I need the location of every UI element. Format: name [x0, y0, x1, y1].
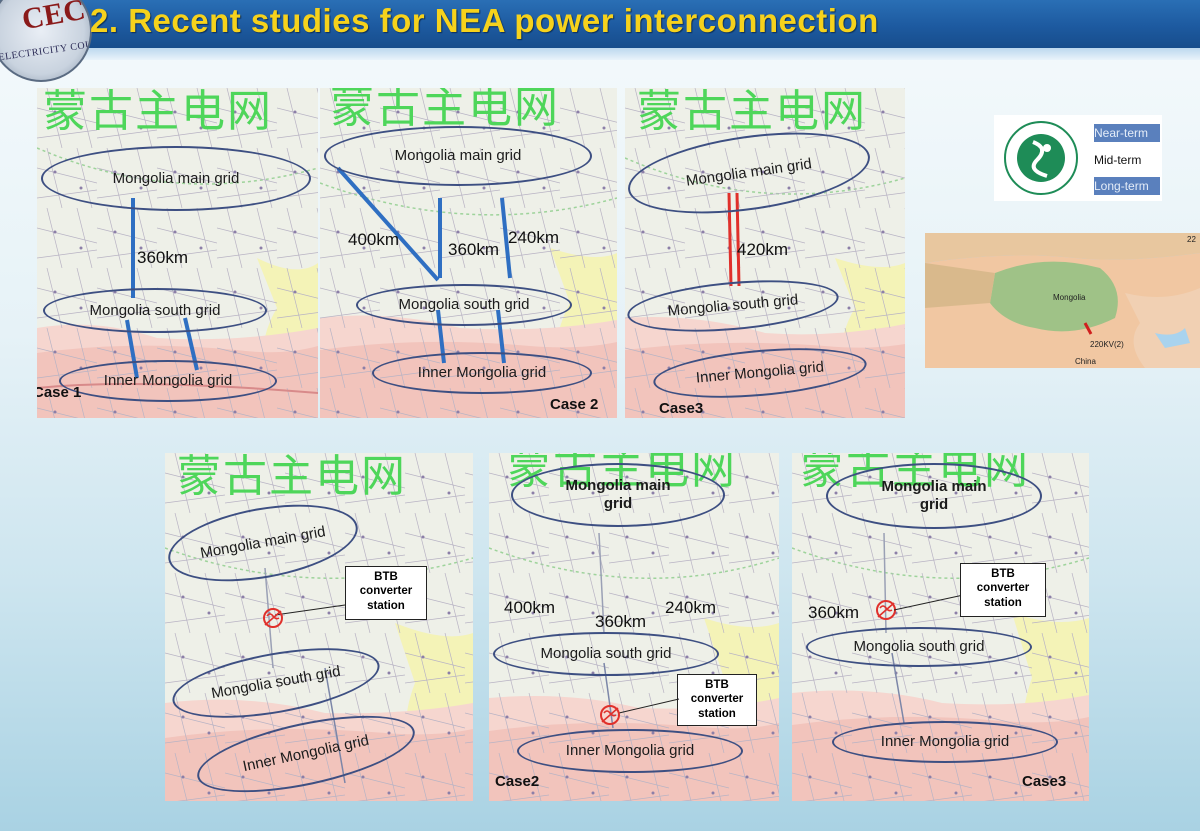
inner-mongolia-grid-emblem-icon	[1004, 121, 1078, 195]
mongolia-south-grid-ellipse: Mongolia south grid	[493, 632, 719, 676]
mongolia-south-grid-label: Mongolia south grid	[89, 301, 221, 319]
distance-label: 420km	[737, 240, 789, 259]
converter-station-icon	[263, 608, 283, 628]
distance-label: 400km	[504, 598, 556, 617]
mongolia-main-grid-ellipse: Mongolia main grid	[41, 146, 311, 211]
mongolia-south-grid-label: Mongolia south grid	[540, 645, 672, 662]
timeline-legend-card: Near-term Mid-term Long-term	[994, 115, 1162, 201]
distance-label: 360km	[448, 240, 500, 259]
mongolia-south-grid-ellipse: Mongolia south grid	[806, 627, 1032, 667]
map-panel-top-case2: 蒙古主电网 Mongolia main grid 400km 360km 240…	[320, 88, 617, 418]
distance-label: 240km	[665, 598, 717, 617]
map-label-cn: 蒙古主电网	[637, 88, 867, 137]
case-label: Case3	[1022, 773, 1067, 790]
case-label: Case 1	[37, 384, 82, 401]
minimap-background	[925, 233, 1200, 368]
map-panel-top-case1: 蒙古主电网 Mongolia main grid 360km Mongolia …	[37, 88, 318, 418]
map-panel-bottom-case3: 蒙古主电网 Mongolia main grid 360km BTB conve…	[792, 453, 1089, 801]
mongolia-main-grid-label: Mongolia main grid	[112, 169, 240, 187]
inner-mongolia-grid-ellipse: Inner Mongolia grid	[372, 352, 592, 394]
btb-line: BTB	[374, 571, 398, 583]
legend-long-term: Long-term	[1094, 177, 1160, 195]
inner-mongolia-grid-ellipse: Inner Mongolia grid	[59, 360, 277, 402]
inner-mongolia-grid-label: Inner Mongolia grid	[417, 364, 547, 381]
inner-mongolia-grid-label: Inner Mongolia grid	[565, 742, 695, 759]
cec-logo-icon: CEC ELECTRICITY COUNCIL	[0, 0, 92, 82]
mongolia-main-grid-label: Mongolia main grid	[394, 147, 522, 164]
callout-pointer	[618, 698, 680, 714]
btb-converter-station-callout: BTB converter station	[677, 674, 757, 726]
case-label: Case 2	[550, 396, 599, 413]
logo-text: ELECTRICITY COUNCIL	[0, 35, 92, 64]
minimap-country-label: Mongolia	[1053, 293, 1086, 302]
converter-station-icon	[600, 705, 620, 725]
mongolia-main-grid-ellipse: Mongolia main grid	[826, 463, 1042, 529]
map-label-cn: 蒙古主电网	[43, 88, 273, 137]
mongolia-main-grid-label: Mongolia main grid	[882, 478, 987, 514]
map-background	[165, 453, 473, 801]
btb-converter-station-callout: BTB converter station	[960, 563, 1046, 617]
mongolia-main-grid-label-line2: grid	[603, 495, 633, 512]
logo-letters: CEC	[19, 0, 88, 37]
mongolia-main-grid-label: Mongolia main grid	[199, 523, 327, 562]
minimap-corner-label: 22	[1187, 235, 1196, 244]
legend-near-term: Near-term	[1094, 124, 1160, 142]
distance-label: 360km	[595, 612, 647, 631]
mongolia-main-grid-label: Mongolia main grid	[566, 477, 671, 513]
callout-pointer	[893, 593, 969, 611]
callout-pointer	[274, 604, 346, 616]
map-label-cn: 蒙古主电网	[177, 453, 407, 502]
mongolia-south-grid-label: Mongolia south grid	[398, 296, 530, 313]
mongolia-south-grid-label: Mongolia south grid	[666, 291, 799, 320]
mongolia-south-grid-label: Mongolia south grid	[209, 662, 342, 703]
btb-line: station	[698, 707, 736, 720]
case-label: Case3	[659, 400, 704, 417]
mongolia-main-grid-label-line1: Mongolia main	[565, 477, 671, 494]
case-label: Case2	[495, 773, 540, 790]
distance-label: 240km	[508, 228, 560, 247]
mongolia-south-grid-label: Mongolia south grid	[853, 638, 985, 655]
inner-mongolia-grid-label: Inner Mongolia grid	[695, 358, 825, 387]
slide-header	[0, 0, 1200, 48]
mongolia-south-grid-ellipse: Mongolia south grid	[356, 284, 572, 326]
inner-mongolia-grid-label: Inner Mongolia grid	[241, 731, 371, 776]
btb-line: converter	[359, 585, 413, 598]
header-underline	[0, 48, 1200, 60]
map-label-cn: 蒙古主电网	[330, 88, 560, 133]
inner-mongolia-grid-label: Inner Mongolia grid	[103, 372, 233, 389]
distance-label: 400km	[348, 230, 400, 249]
btb-line: BTB	[705, 679, 729, 691]
mongolia-main-grid-label: Mongolia main grid	[684, 155, 813, 190]
map-panel-bottom-case2: 蒙古主电网 Mongolia main grid 400km 360km 240…	[489, 453, 779, 801]
btb-line: station	[367, 599, 405, 612]
mongolia-main-grid-label-line1: Mongolia main	[881, 478, 987, 495]
inner-mongolia-grid-label: Inner Mongolia grid	[880, 733, 1010, 750]
btb-line: BTB	[991, 568, 1015, 580]
mongolia-main-grid-ellipse: Mongolia main grid	[324, 126, 592, 186]
minimap-line-label: 220KV(2)	[1090, 340, 1124, 349]
legend-mid-term: Mid-term	[1094, 151, 1160, 169]
btb-line: converter	[690, 693, 744, 706]
map-panel-bottom-case1: 蒙古主电网 Mongolia main grid BTB converter s…	[165, 453, 473, 801]
mongolia-south-grid-ellipse: Mongolia south grid	[43, 288, 267, 333]
mongolia-main-grid-ellipse: Mongolia main grid	[511, 463, 725, 527]
minimap-region-label: China	[1075, 357, 1096, 366]
distance-label: 360km	[137, 248, 189, 267]
inner-mongolia-grid-ellipse: Inner Mongolia grid	[517, 729, 743, 773]
slide-title: 2. Recent studies for NEA power intercon…	[90, 2, 879, 39]
btb-converter-station-callout: BTB converter station	[345, 566, 427, 620]
mongolia-main-grid-label-line2: grid	[919, 496, 949, 513]
btb-line: station	[984, 596, 1022, 609]
inner-mongolia-grid-ellipse: Inner Mongolia grid	[832, 721, 1058, 763]
map-panel-top-case3: 蒙古主电网 Mongolia main grid 420km Mongolia …	[625, 88, 905, 418]
map-background	[625, 88, 905, 418]
distance-label: 360km	[808, 603, 860, 622]
btb-line: converter	[976, 582, 1030, 595]
region-minimap: Mongolia 220KV(2) 22 China	[925, 233, 1200, 368]
